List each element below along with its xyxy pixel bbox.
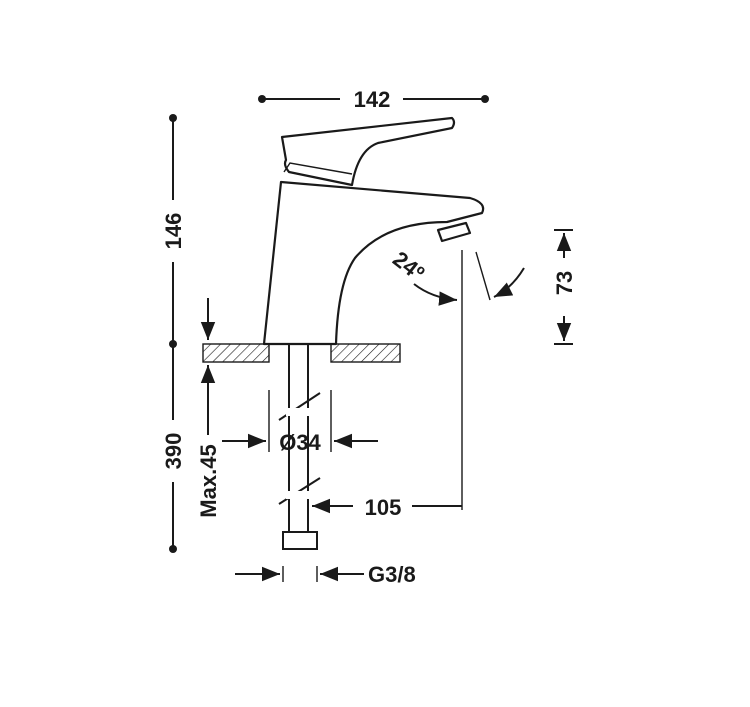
dimension-spout-reach: 105 — [312, 250, 463, 520]
max-deck-thickness-label: Max.45 — [196, 444, 221, 517]
connection-thread-label: G3/8 — [368, 562, 416, 587]
countertop — [202, 343, 401, 363]
dimension-connection-thread: G3/8 — [235, 562, 416, 587]
outlet-height-label: 73 — [552, 271, 577, 295]
spout-height-label: 146 — [161, 213, 186, 250]
spray-angle-label: 24º — [388, 246, 429, 286]
overall-width-label: 142 — [354, 87, 391, 112]
dimension-outlet-height: 73 — [552, 229, 577, 345]
dimension-spout-height: 146 — [161, 114, 186, 348]
spout-reach-label: 105 — [365, 495, 402, 520]
dimension-hole-diameter: Ø34 — [222, 390, 378, 455]
hose-length-label: 390 — [161, 433, 186, 470]
dimension-overall-width: 142 — [258, 87, 489, 112]
dimension-hose-length: 390 — [161, 344, 186, 553]
supply-pipe — [278, 344, 321, 550]
faucet-body — [262, 180, 485, 346]
hole-diameter-label: Ø34 — [279, 430, 321, 455]
faucet-handle-lever — [280, 116, 456, 187]
dimension-max-deck-thickness: Max.45 — [196, 298, 221, 518]
spout-aerator — [436, 221, 472, 243]
dimension-spray-angle: 24º — [388, 246, 525, 306]
